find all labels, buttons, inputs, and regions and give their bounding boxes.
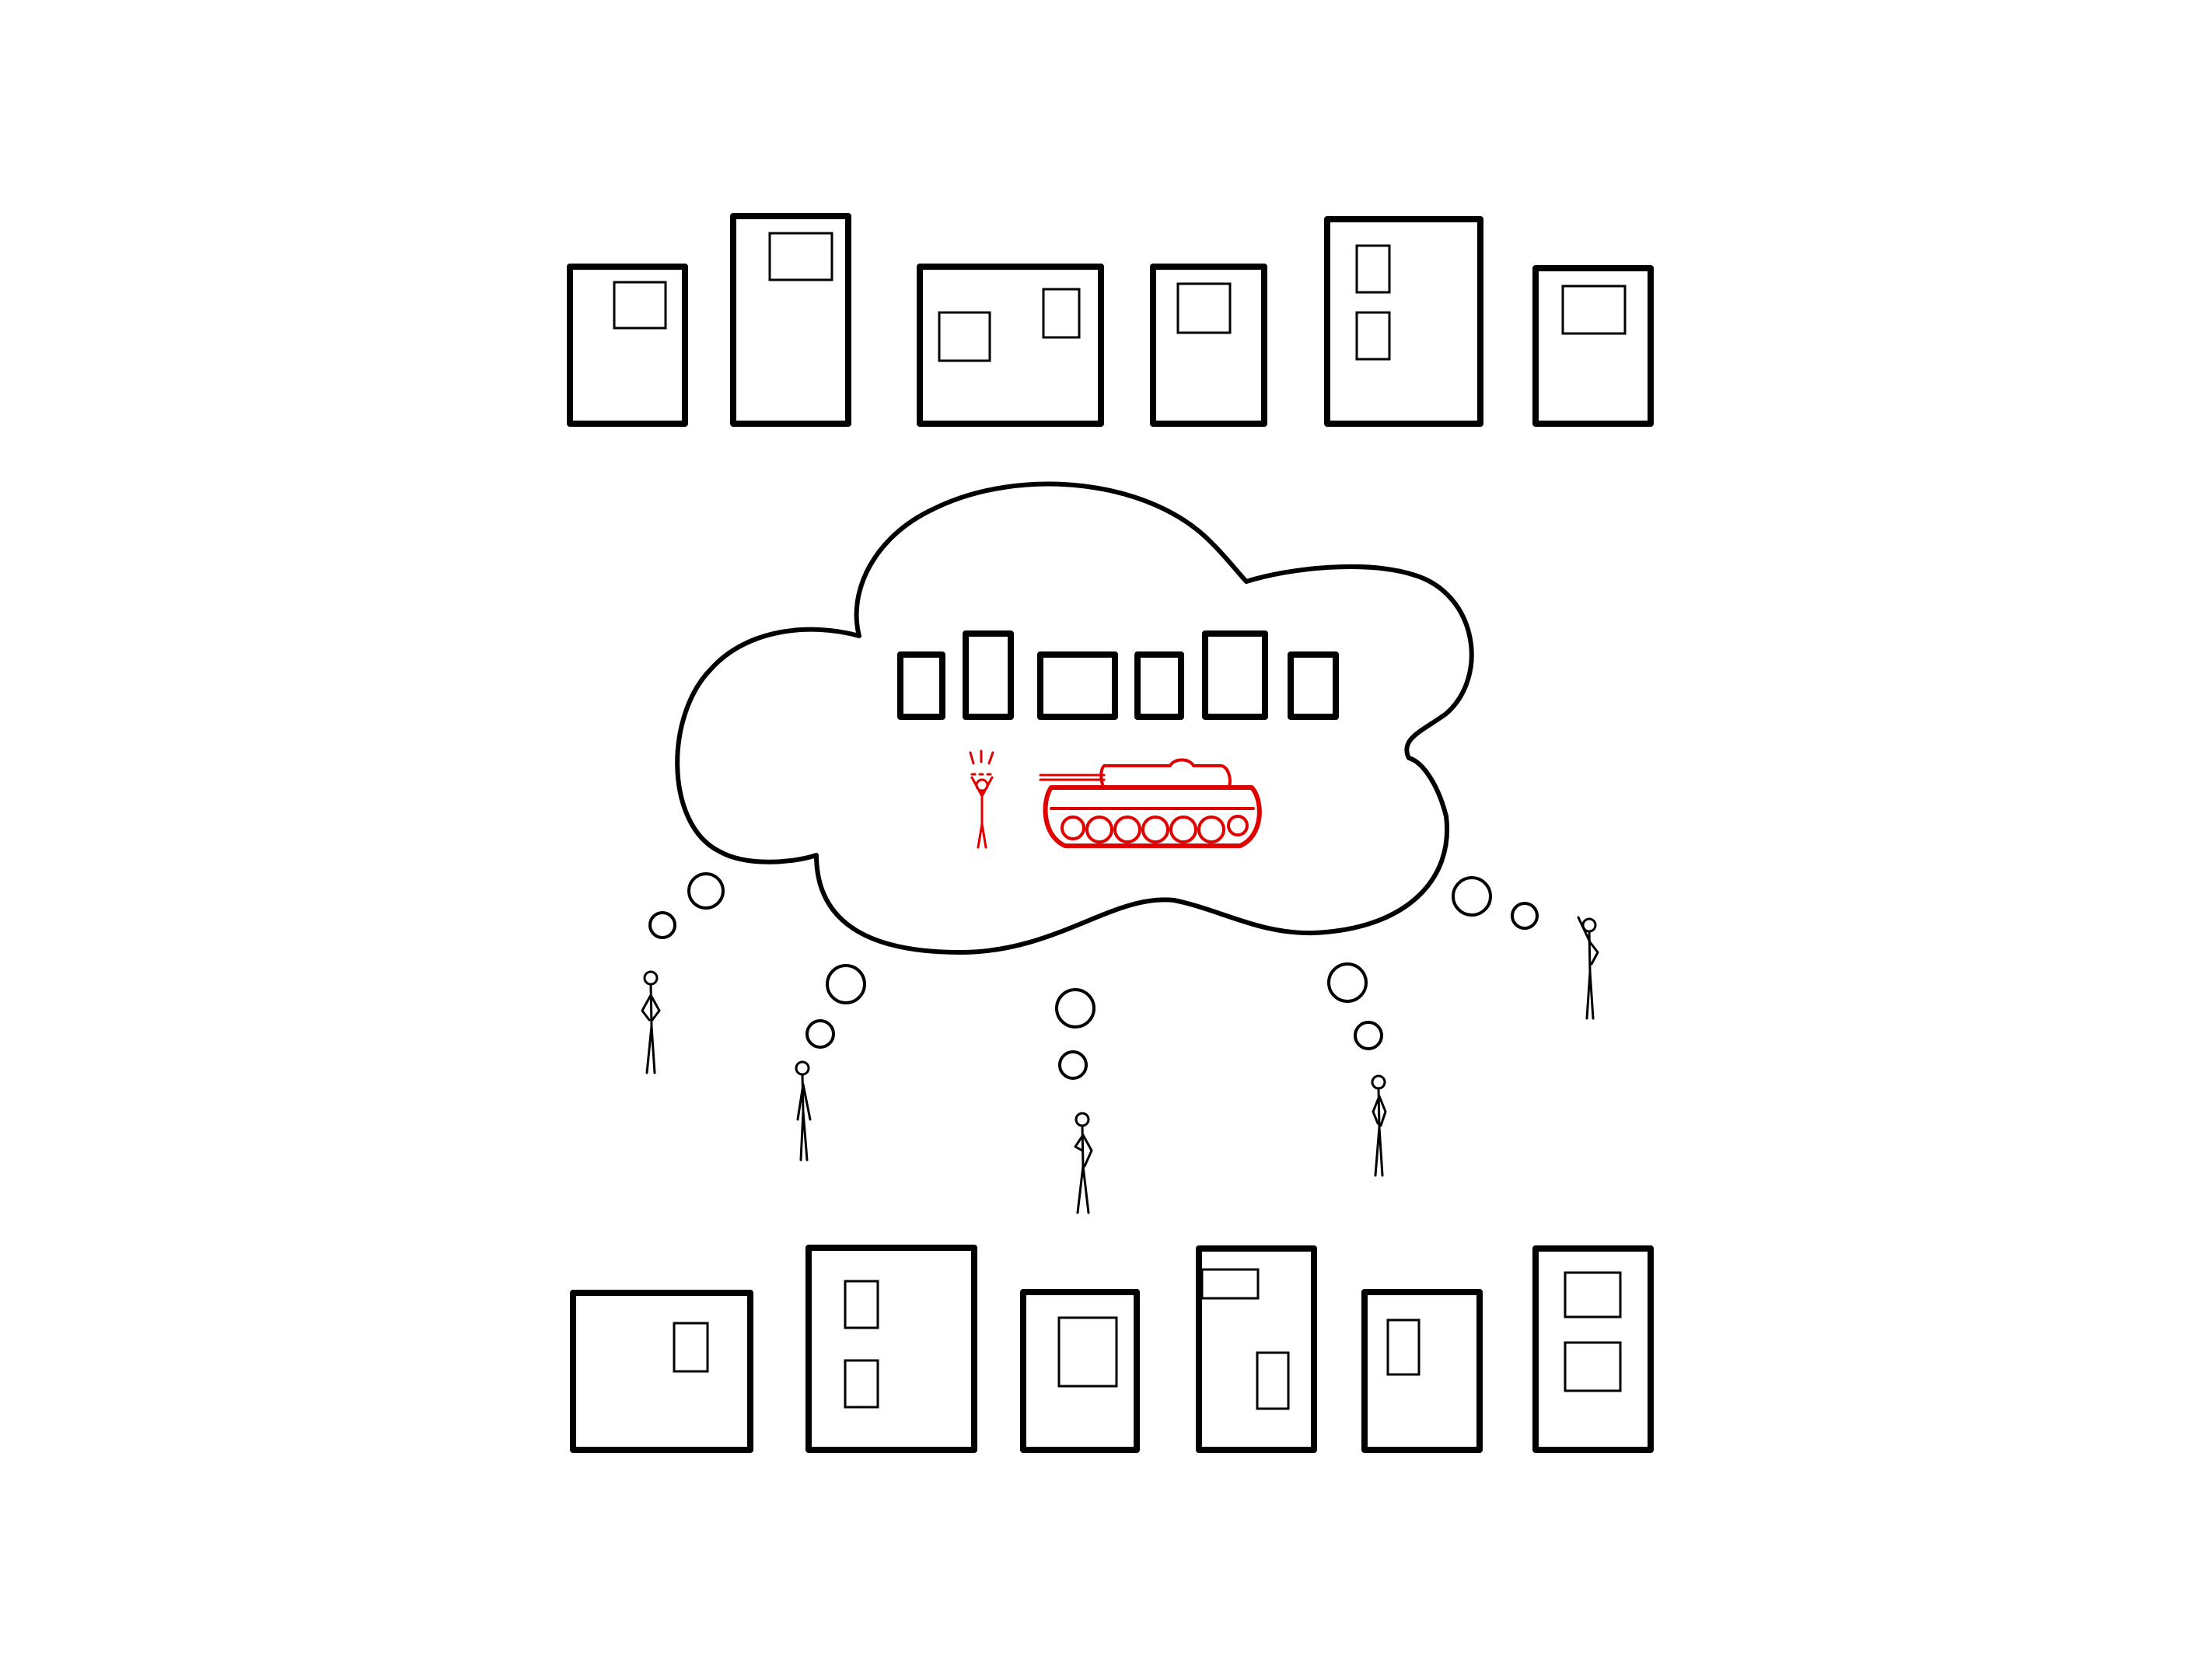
bottom-painting-row <box>570 1245 1654 1453</box>
stick-figure <box>1074 1112 1093 1214</box>
top-painting-row <box>567 213 1654 427</box>
stick-figure <box>795 1060 812 1161</box>
visitors <box>641 916 1599 1214</box>
mini-painting <box>1134 651 1184 720</box>
thought-cloud <box>675 481 1474 955</box>
thought-bubble <box>1452 876 1492 917</box>
painting-frame <box>917 264 1104 427</box>
mini-painting <box>1037 651 1118 720</box>
thought-bubble <box>805 1019 835 1049</box>
thought-bubble <box>648 911 676 939</box>
mini-painting <box>1288 651 1339 720</box>
thought-bubble <box>1055 988 1096 1029</box>
painting-frame <box>570 1290 753 1453</box>
stick-figure <box>1371 1074 1387 1177</box>
stick-figure <box>641 970 661 1074</box>
thought-bubble <box>1511 902 1539 930</box>
thought-bubble <box>687 872 725 910</box>
painting-frame <box>1532 265 1654 427</box>
tank-icon <box>1039 758 1262 848</box>
protester-icon <box>969 749 994 849</box>
thought-bubble <box>1354 1021 1383 1050</box>
cloud-painting-row <box>897 630 1339 720</box>
painting-frame <box>567 264 688 427</box>
mini-painting <box>1202 630 1268 720</box>
painting-frame <box>805 1245 977 1453</box>
painting-frame <box>1324 216 1483 427</box>
painting-frame <box>1361 1289 1483 1453</box>
painting-frame <box>1196 1245 1317 1453</box>
painting-frame <box>730 213 851 427</box>
mini-painting <box>897 651 945 720</box>
stick-figure <box>1577 916 1599 1020</box>
thought-bubble <box>1058 1050 1088 1080</box>
painting-frame <box>1532 1245 1654 1453</box>
painting-frame <box>1150 264 1267 427</box>
painting-frame <box>1020 1289 1140 1453</box>
thought-bubble <box>826 964 866 1004</box>
mini-painting <box>963 630 1014 720</box>
thought-bubble <box>1327 962 1368 1003</box>
thought-bubbles <box>648 872 1539 1080</box>
